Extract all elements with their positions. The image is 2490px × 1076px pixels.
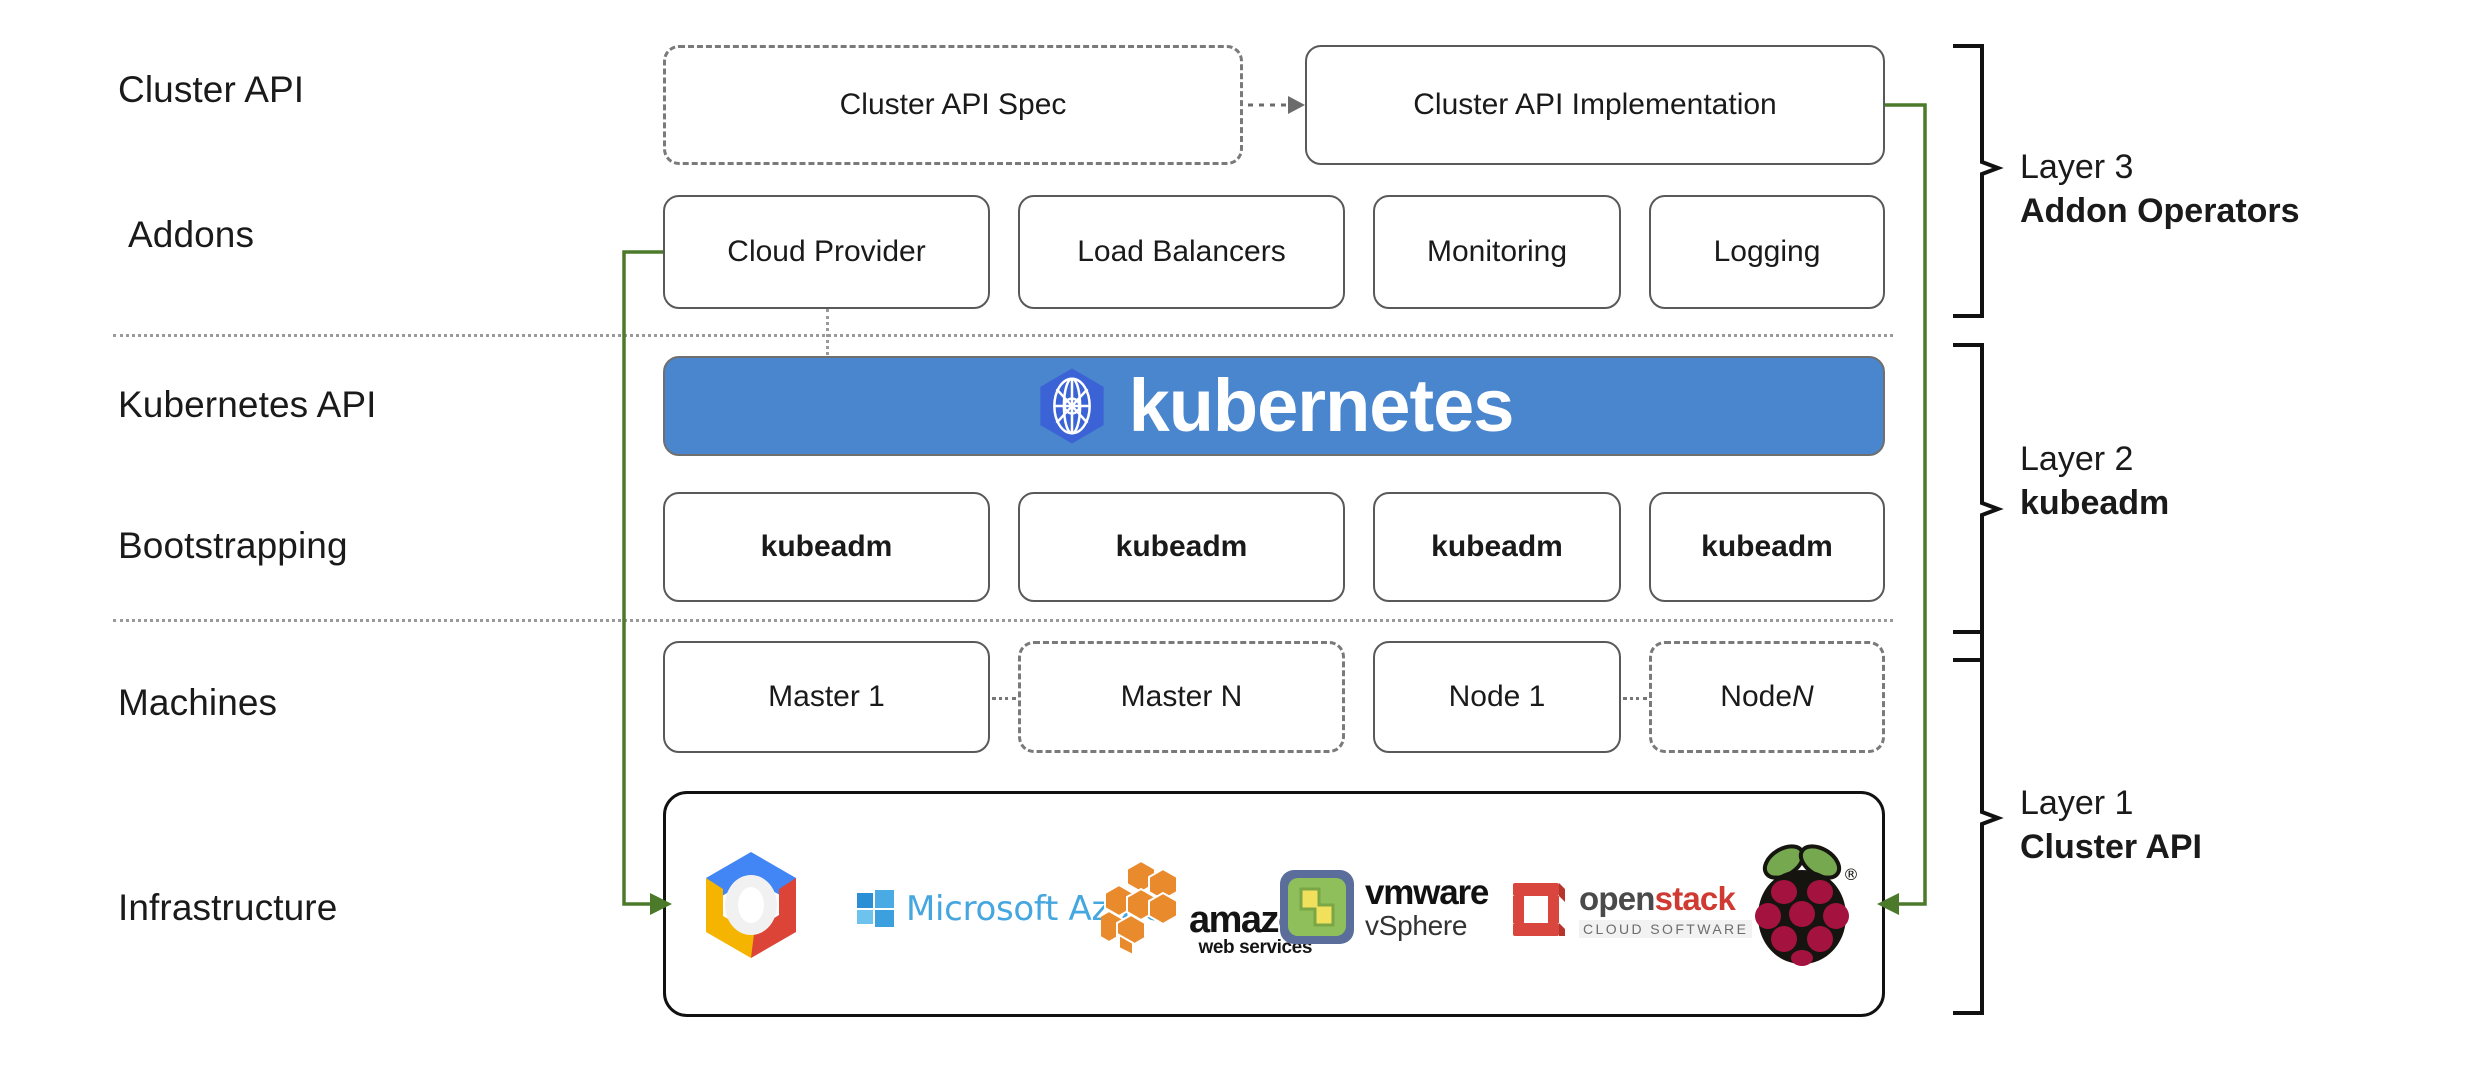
row-label-machines: Machines (118, 682, 278, 723)
openstack-wordmark: openstack CLOUD SOFTWARE (1579, 880, 1753, 938)
connector-master1-to-masterN (992, 697, 1016, 700)
spec-to-impl-arrow (1248, 96, 1305, 114)
aws-icon (1101, 859, 1178, 957)
vmware-vsphere-icon (1280, 870, 1354, 944)
addon-label-load-balancers: Load Balancers (1077, 235, 1286, 268)
google-cloud-icon (706, 852, 796, 958)
cluster-api-spec-label: Cluster API Spec (839, 88, 1067, 121)
cluster-api-implementation-box[interactable]: Cluster API Implementation (1305, 45, 1885, 165)
svg-text:®: ® (1843, 865, 1858, 884)
layer-3-bracket (1953, 44, 2004, 318)
addon-box-cloud-provider[interactable]: Cloud Provider (663, 195, 990, 309)
bootstrap-label-4: kubeadm (1701, 530, 1833, 563)
kubernetes-helm-icon (1039, 368, 1104, 444)
bootstrap-box-1[interactable]: kubeadm (663, 492, 990, 602)
cluster-api-implementation-label: Cluster API Implementation (1413, 88, 1777, 121)
layer-3-subtitle: Addon Operators (2020, 191, 2300, 230)
vsphere-label: vSphere (1365, 909, 1468, 941)
openstack-sublabel: CLOUD SOFTWARE (1579, 920, 1753, 938)
machine-label-node-n-suffix: N (1792, 680, 1814, 713)
kubernetes-banner[interactable]: kubernetes (663, 356, 1885, 456)
layer-separator-top (113, 334, 1893, 337)
layer-separator-bottom (113, 619, 1893, 622)
row-label-bootstrapping: Bootstrapping (118, 525, 348, 566)
machine-box-node-n[interactable]: Node N (1649, 641, 1885, 753)
connector-cloudprovider-to-kubernetes (826, 309, 829, 361)
vmware-wordmark: vmware vSphere (1365, 872, 1489, 941)
machine-label-master-n: Master N (1120, 680, 1243, 713)
machine-box-master-1[interactable]: Master 1 (663, 641, 990, 753)
layer-caption-2: Layer 2 kubeadm (2020, 438, 2169, 525)
machine-label-node-1: Node 1 (1448, 680, 1546, 713)
layer-1-subtitle: Cluster API (2020, 827, 2203, 866)
layer-2-bracket (1953, 343, 2004, 662)
layer-2-name: Layer 2 (2020, 440, 2134, 478)
layer-3-name: Layer 3 (2020, 148, 2134, 186)
bootstrap-label-2: kubeadm (1115, 530, 1248, 563)
provider-openstack[interactable]: openstack CLOUD SOFTWARE (1505, 875, 1753, 945)
row-label-addons: Addons (128, 214, 255, 255)
microsoft-azure-icon (857, 890, 894, 927)
addon-box-load-balancers[interactable]: Load Balancers (1018, 195, 1345, 309)
row-label-infrastructure: Infrastructure (118, 887, 338, 928)
connector-node1-to-nodeN (1623, 697, 1647, 700)
row-label-cluster-api: Cluster API (118, 69, 305, 110)
layer-caption-1: Layer 1 Cluster API (2020, 782, 2202, 869)
layer-caption-3: Layer 3 Addon Operators (2020, 146, 2300, 233)
openstack-icon (1513, 883, 1565, 936)
addon-box-logging[interactable]: Logging (1649, 195, 1885, 309)
provider-google-cloud[interactable] (696, 847, 806, 963)
bootstrap-box-2[interactable]: kubeadm (1018, 492, 1345, 602)
bootstrap-label-3: kubeadm (1431, 530, 1563, 563)
layer-2-subtitle: kubeadm (2020, 483, 2170, 522)
cluster-api-spec-box[interactable]: Cluster API Spec (663, 45, 1243, 165)
aws-webservices-label: web services (1198, 937, 1312, 958)
machine-box-master-n[interactable]: Master N (1018, 641, 1345, 753)
addon-label-logging: Logging (1713, 235, 1821, 268)
addon-label-monitoring: Monitoring (1426, 235, 1568, 268)
bootstrap-box-3[interactable]: kubeadm (1373, 492, 1621, 602)
addon-box-monitoring[interactable]: Monitoring (1373, 195, 1621, 309)
provider-raspberry-pi[interactable]: ® (1742, 838, 1862, 970)
machine-box-node-1[interactable]: Node 1 (1373, 641, 1621, 753)
machine-label-master-1: Master 1 (768, 680, 885, 713)
row-label-kubernetes-api: Kubernetes API (118, 384, 377, 425)
raspberry-pi-icon: ® (1755, 844, 1858, 966)
openstack-label: openstack (1579, 880, 1736, 917)
machine-label-node-n: Node (1720, 680, 1793, 713)
provider-vmware-vsphere[interactable]: vmware vSphere (1279, 868, 1489, 946)
bootstrap-label-1: kubeadm (760, 530, 893, 563)
layer-1-bracket (1953, 630, 2004, 1015)
bootstrap-box-4[interactable]: kubeadm (1649, 492, 1885, 602)
addon-label-cloud-provider: Cloud Provider (727, 235, 926, 268)
layer-1-name: Layer 1 (2020, 784, 2134, 822)
kubernetes-wordmark: kubernetes (1128, 364, 1515, 447)
vmware-label: vmware (1365, 872, 1489, 912)
